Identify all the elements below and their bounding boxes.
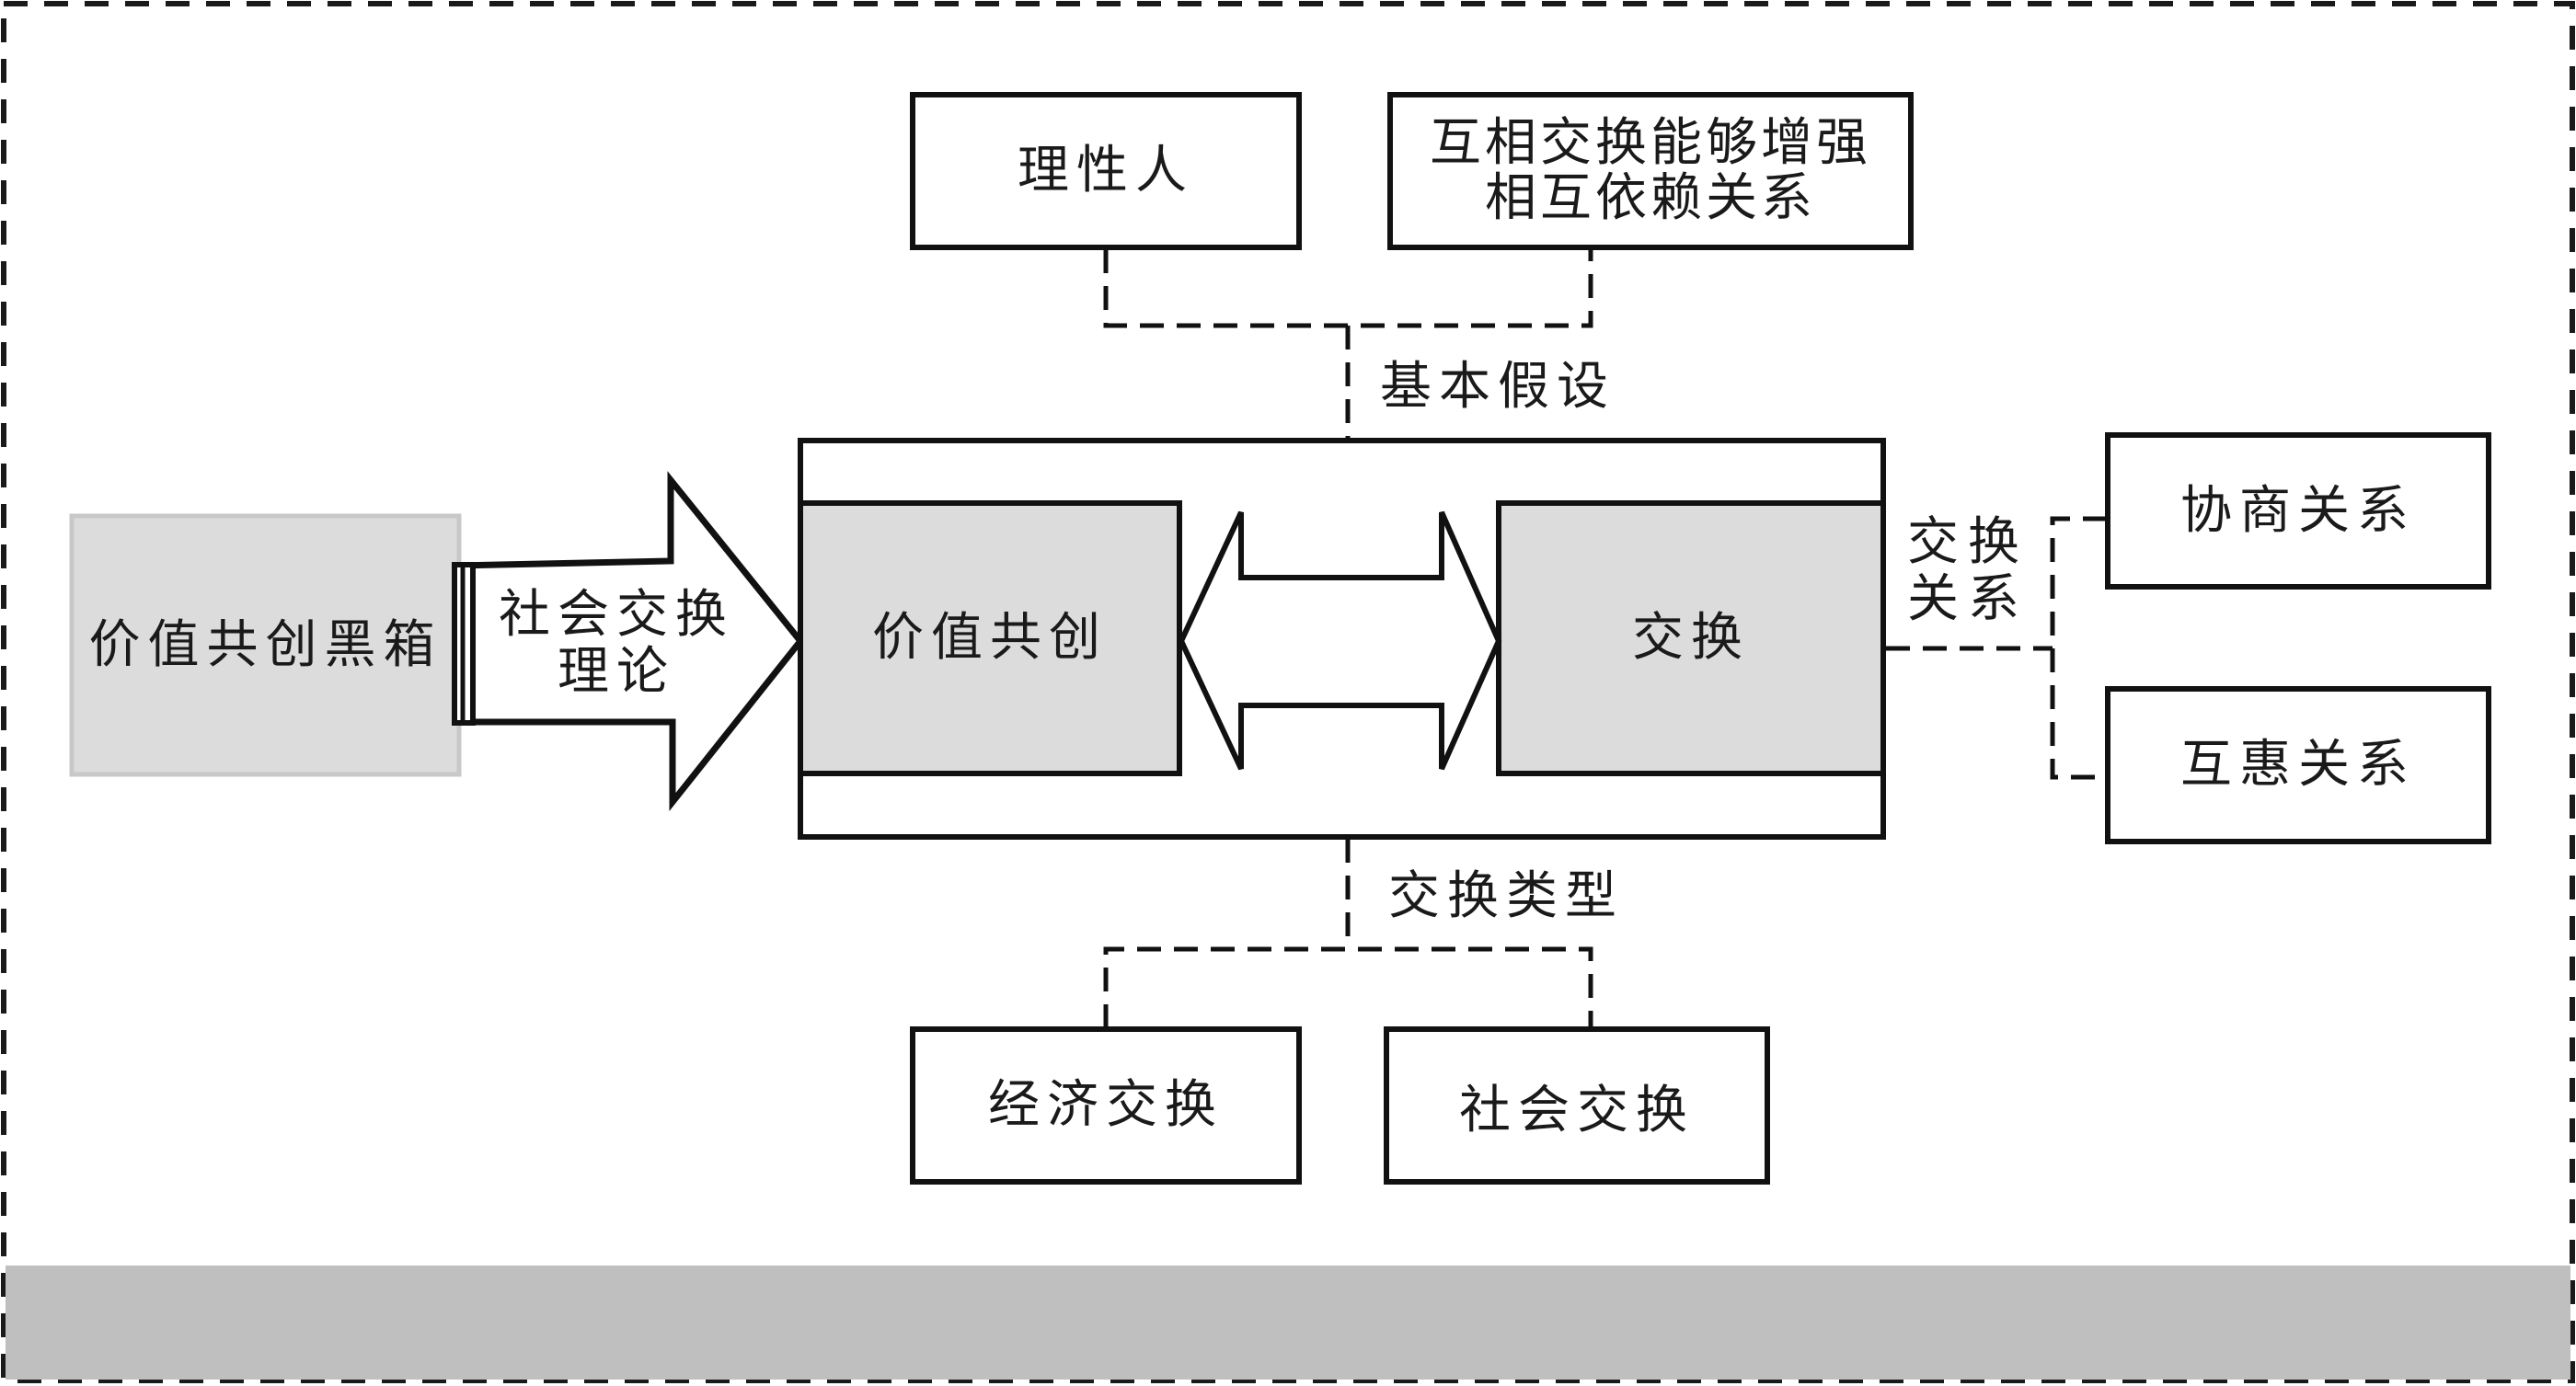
assumption-interdependence-line1: 互相交换能够增强	[1430, 113, 1871, 173]
relation-negotiation-label: 协商关系	[2180, 480, 2416, 541]
exchange-relations-heading-line2: 关系	[1907, 569, 2029, 629]
core-right-label: 交换	[1632, 608, 1750, 668]
footer-band	[6, 1266, 2570, 1380]
black-box	[69, 513, 462, 777]
relation-box-negotiation	[2105, 432, 2491, 590]
assumption-interdependence-label: 互相交换能够增强 相互依赖关系	[1390, 95, 1911, 247]
assumption-box-interdependence	[1387, 92, 1914, 250]
exchange-type-box-economic	[910, 1026, 1302, 1185]
exchange-type-box-social	[1384, 1026, 1770, 1185]
exchange-types-heading: 交换类型	[1388, 866, 1624, 926]
bidirectional-arrow	[1178, 510, 1502, 771]
exchange-type-economic-label: 经济交换	[988, 1075, 1224, 1135]
exchange-relations-heading-line1: 交换	[1907, 512, 2029, 572]
assumption-interdependence-line2: 相互依赖关系	[1485, 168, 1816, 228]
assumption-rational-label: 理性人	[1018, 141, 1194, 200]
assumptions-connector	[1103, 249, 1593, 440]
relation-box-reciprocity	[2105, 686, 2491, 844]
theory-arrow-label-line2: 理论	[558, 642, 675, 702]
assumptions-heading: 基本假设	[1380, 357, 1616, 417]
exchange-type-social-label: 社会交换	[1459, 1081, 1695, 1140]
black-box-label: 价值共创黑箱	[88, 614, 443, 675]
relations-connector	[1886, 516, 2107, 780]
theory-arrow-label-line1: 社会交换	[499, 585, 734, 645]
relation-reciprocity-label: 互惠关系	[2180, 735, 2416, 795]
assumption-box-rational	[910, 92, 1302, 250]
exchange-types-connector	[1103, 839, 1593, 1028]
core-left-label: 价值共创	[872, 608, 1108, 668]
theory-arrow-label: 社会交换 理论	[478, 579, 754, 708]
theory-arrow	[452, 471, 805, 812]
exchange-relations-heading: 交换 关系	[1907, 512, 2029, 629]
value-cocreation-box	[798, 500, 1182, 776]
